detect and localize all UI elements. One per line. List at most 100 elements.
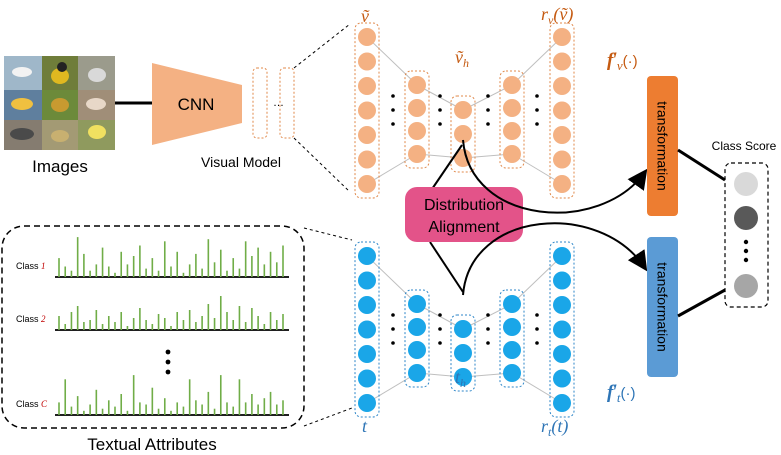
class-score-label: Class Score [712,139,777,153]
ae-connection [366,36,418,86]
ae-ellipsis-dot [391,341,395,345]
ae-ellipsis-dot [391,108,395,112]
ae-node [553,126,571,144]
ae-node [454,125,472,143]
ae-node [553,28,571,46]
ae-node [408,145,426,163]
f-v-label: f′v(·) [607,50,638,73]
class-score-dark [734,206,758,230]
ae-ellipsis-dot [535,341,539,345]
text-recon-label: rt(t) [541,416,568,439]
ae-node [408,99,426,117]
ae-node [358,101,376,120]
text-transformation-label: transformation [655,262,671,351]
textual-attributes-label: Textual Attributes [87,435,216,454]
ae-connection [366,255,418,305]
ae-ellipsis-dot [535,108,539,112]
visual-recon-label: rv(ṽ) [541,4,573,27]
ae-node [553,247,571,265]
visual-projection-top [293,23,351,69]
ae-node [553,150,571,169]
ae-node [553,271,571,290]
ae-connection [511,372,563,404]
ae-node [503,341,521,359]
ae-node [358,150,376,169]
ae-ellipsis-dot [391,327,395,331]
ae-node [408,76,426,94]
visual-to-transformation-arrow [462,139,648,214]
ae-node [553,101,571,120]
ae-node [553,345,571,363]
ae-node [408,341,426,359]
ae-ellipsis-dot [486,313,490,317]
textual-attributes-panel [1,225,305,429]
ae-layer-box [499,70,525,169]
ae-node [358,28,376,46]
ae-layer-box [499,289,525,388]
ae-ellipsis-dot [486,327,490,331]
visual-input-label: ṽ [361,6,370,26]
class-row-label: Class 2 [16,314,46,324]
ae-connection [511,36,563,86]
ae-ellipsis-dot [438,122,442,126]
text-projection-bottom [303,407,353,427]
text-input-label: t [362,416,368,436]
visual-projection-bottom [293,137,351,193]
text-to-score-line [677,288,726,318]
ae-connection [511,153,563,185]
text-projection-top [303,227,353,241]
ae-ellipsis-dot [438,327,442,331]
ae-ellipsis-dot [438,108,442,112]
distribution-alignment-box [405,187,523,242]
ae-layer-box [404,70,430,169]
ae-node [358,52,376,71]
ae-layer-box [354,22,380,199]
ae-ellipsis-dot [438,94,442,98]
textual-autoencoder [354,241,575,418]
ae-node [503,145,521,163]
ae-node [503,364,521,382]
alignment-line-visual [429,144,463,193]
visual-hidden-label: ṽh [455,47,469,70]
class-score-light [734,172,758,196]
ae-layer-box [450,95,476,173]
class-rows-ellipsis [165,349,171,375]
visual-model-feature-column-1 [252,67,268,139]
ae-node [553,369,571,388]
ae-node [553,296,571,314]
ae-node [358,320,376,339]
distribution-alignment-line1: Distribution [424,197,504,214]
ae-node [553,52,571,71]
ae-layer-box [549,241,575,418]
ae-ellipsis-dot [391,94,395,98]
visual-transformation-block [647,76,678,216]
ae-node [358,126,376,144]
text-hidden-label: th [455,367,466,390]
ae-ellipsis-dot [535,313,539,317]
ae-ellipsis-dot [486,108,490,112]
ae-node [454,320,472,338]
class-score-gray [734,274,758,298]
ae-node [408,122,426,140]
class-score-ellipsis [743,239,749,263]
ae-layer-box [354,241,380,418]
ae-connection [366,153,418,185]
visual-autoencoder [354,22,575,199]
ae-ellipsis-dot [535,94,539,98]
ae-ellipsis-dot [535,327,539,331]
ae-node [358,296,376,314]
class-row-label: Class 1 [16,261,46,271]
ae-node [503,122,521,140]
ae-ellipsis-dot [486,94,490,98]
ae-node [358,345,376,363]
ae-node [408,364,426,382]
cnn-block [152,63,242,145]
visual-model-label: Visual Model [201,154,281,170]
ae-ellipsis-dot [438,313,442,317]
ae-node [408,295,426,313]
ae-node [358,175,376,193]
ae-layer-box [450,314,476,392]
visual-transformation-label: transformation [655,101,671,190]
